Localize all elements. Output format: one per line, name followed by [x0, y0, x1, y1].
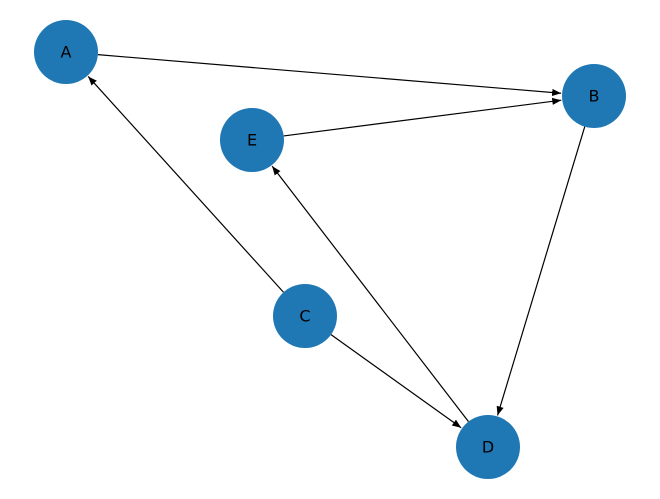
edge-a-to-b: [97, 54, 562, 97]
node-circle: [562, 64, 626, 128]
nodes-layer: A B C D E: [34, 20, 626, 479]
node-d: D: [456, 415, 520, 479]
node-a: A: [34, 20, 98, 84]
node-e: E: [220, 108, 284, 172]
edges-layer: [87, 54, 586, 429]
node-label: A: [61, 43, 72, 62]
edge-e-to-b: [283, 97, 562, 137]
node-label: D: [482, 438, 494, 457]
node-b: B: [562, 64, 626, 128]
edge-d-to-e: [271, 165, 469, 422]
node-circle: [273, 284, 337, 348]
node-label: C: [299, 307, 310, 326]
edge-b-to-d: [496, 126, 586, 416]
edge-c-to-d: [330, 334, 462, 429]
edge-c-to-a: [87, 76, 284, 293]
node-c: C: [273, 284, 337, 348]
node-circle: [34, 20, 98, 84]
node-circle: [456, 415, 520, 479]
node-label: E: [247, 131, 257, 150]
node-circle: [220, 108, 284, 172]
node-label: B: [589, 87, 600, 106]
